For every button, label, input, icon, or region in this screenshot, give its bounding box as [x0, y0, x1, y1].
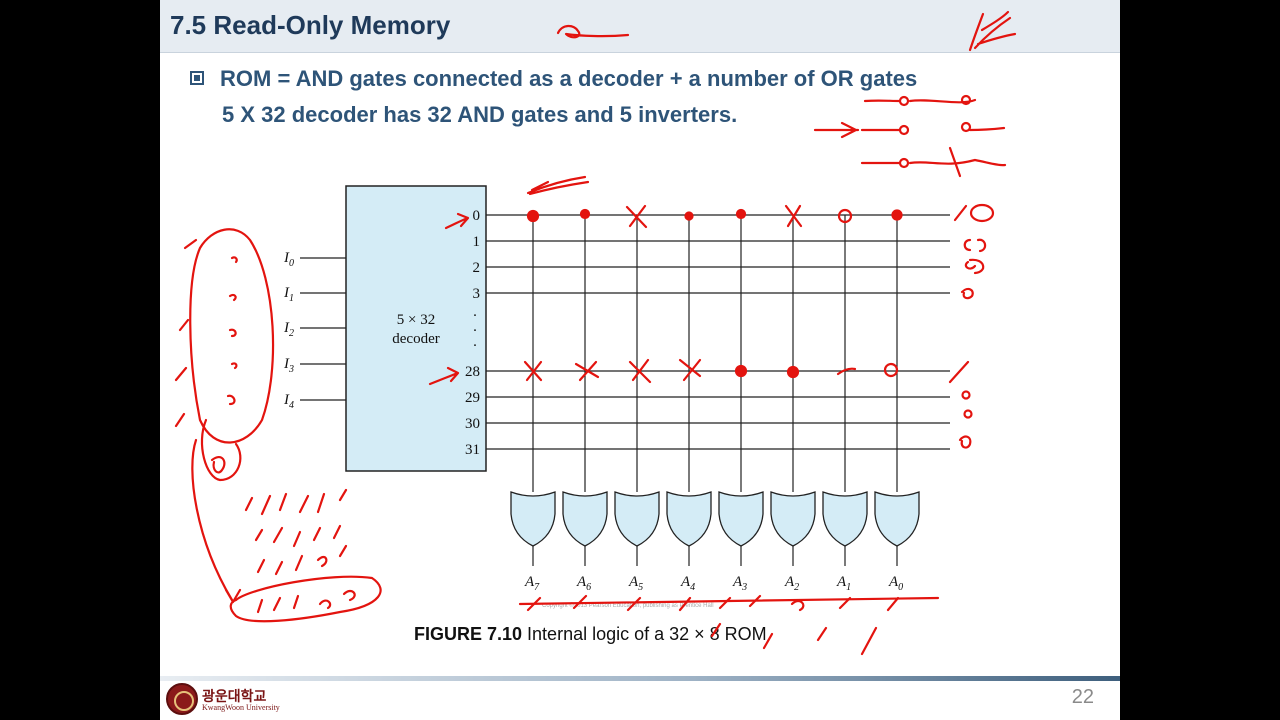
or-gate — [614, 491, 660, 547]
square-bullet-icon — [190, 71, 204, 85]
page-number: 22 — [1071, 686, 1094, 708]
row-ellipsis: · — [473, 338, 478, 354]
row-label-31: 31 — [465, 442, 480, 458]
bit-lines — [532, 215, 898, 492]
row-label-1: 1 — [473, 234, 481, 250]
or-gate — [770, 491, 816, 547]
or-gate — [510, 491, 556, 547]
bullet-item: ROM = AND gates connected as a decoder +… — [190, 66, 917, 92]
row-label-28: 28 — [465, 364, 480, 380]
decoder-label-text: decoder — [392, 331, 439, 347]
or-gate — [874, 491, 920, 547]
caption-label: FIGURE 7.10 — [414, 624, 523, 644]
word-lines — [486, 214, 950, 450]
row-label-2: 2 — [473, 260, 481, 276]
copyright-note: Copyright ©2013 Pearson Education, publi… — [542, 602, 714, 609]
row-ellipsis: · — [473, 323, 478, 339]
row-label-30: 30 — [465, 416, 480, 432]
output-leads — [532, 546, 898, 566]
or-gate — [666, 491, 712, 547]
decoder-box — [345, 185, 487, 472]
output-label-a1: A1 — [836, 574, 851, 593]
output-label-a3: A3 — [732, 574, 747, 593]
input-lines — [300, 257, 346, 401]
or-gate — [822, 491, 868, 547]
rom-figure: 5 × 32 decoder I0 I1 I2 I3 I4 0 1 2 3 · … — [283, 185, 950, 609]
bullet-subline: 5 X 32 decoder has 32 AND gates and 5 in… — [222, 102, 737, 128]
output-label-a0: A0 — [888, 574, 903, 593]
output-label-a4: A4 — [680, 574, 695, 593]
input-label-i2: I2 — [283, 320, 294, 339]
or-gate — [718, 491, 764, 547]
row-label-3: 3 — [473, 286, 481, 302]
or-gate — [562, 491, 608, 547]
bullet-text: ROM = AND gates connected as a decoder +… — [220, 66, 918, 91]
university-name: 광운대학교 — [202, 689, 267, 705]
row-label-0: 0 — [473, 208, 481, 224]
input-label-i0: I0 — [283, 250, 294, 269]
row-ellipsis: · — [473, 308, 478, 324]
university-logo-icon — [166, 683, 198, 715]
output-label-a7: A7 — [524, 574, 540, 593]
decoder-label-size: 5 × 32 — [397, 312, 435, 328]
output-label-a5: A5 — [628, 574, 643, 593]
or-gates — [510, 491, 920, 547]
slide: 7.5 Read-Only Memory ROM = AND gates con… — [160, 0, 1120, 720]
title-bar: 7.5 Read-Only Memory — [160, 0, 1120, 53]
row-label-29: 29 — [465, 390, 480, 406]
figure-caption: FIGURE 7.10 Internal logic of a 32 × 8 R… — [414, 624, 767, 645]
input-label-i1: I1 — [283, 285, 294, 304]
university-name-en: KwangWoon University — [202, 703, 280, 712]
input-label-i3: I3 — [283, 356, 294, 375]
output-label-a6: A6 — [576, 574, 591, 593]
caption-text: Internal logic of a 32 × 8 ROM — [522, 624, 767, 644]
bullet-text: 5 X 32 decoder has 32 AND gates and 5 in… — [222, 102, 738, 127]
footer-divider — [160, 676, 1120, 681]
slide-title: 7.5 Read-Only Memory — [170, 10, 451, 40]
output-label-a2: A2 — [784, 574, 799, 593]
input-label-i4: I4 — [283, 392, 294, 411]
